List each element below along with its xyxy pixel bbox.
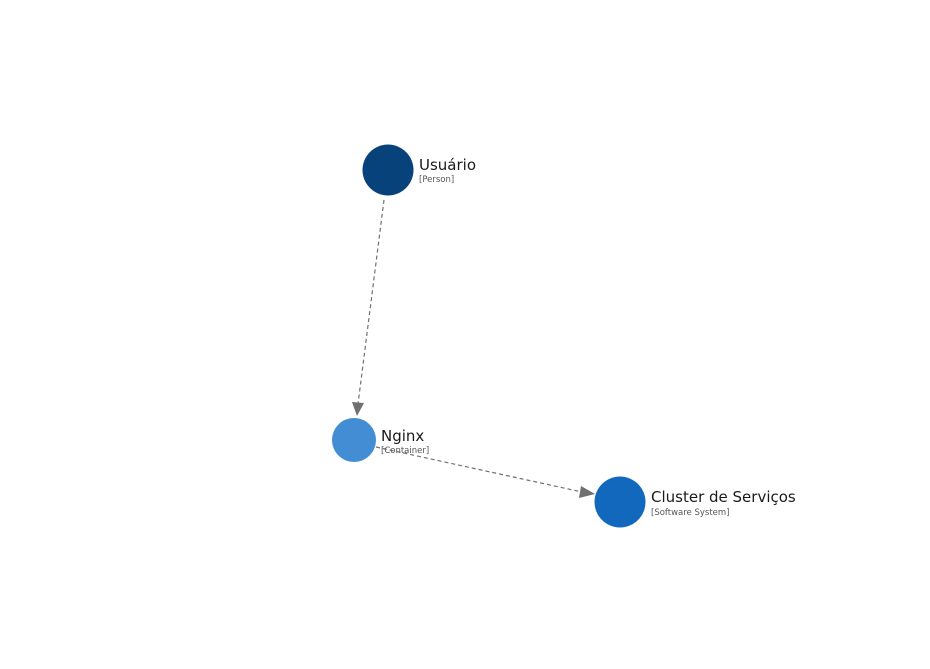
software-system-node-circle[interactable] <box>594 476 646 528</box>
node-cluster[interactable]: Cluster de Serviços [Software System] <box>594 476 796 528</box>
edge-usuario-to-nginx[interactable] <box>352 199 385 416</box>
node-usuario[interactable]: Usuário [Person] <box>362 144 477 196</box>
arrowhead-icon <box>579 486 595 498</box>
node-nginx-name: Nginx <box>381 427 424 445</box>
node-cluster-name: Cluster de Serviços <box>651 488 796 506</box>
person-node-circle[interactable] <box>362 144 414 196</box>
node-usuario-type: [Person] <box>419 175 454 185</box>
node-nginx[interactable]: Nginx [Container] <box>332 418 429 462</box>
node-cluster-type: [Software System] <box>651 508 730 518</box>
node-nginx-type: [Container] <box>381 446 429 456</box>
container-node-circle[interactable] <box>332 418 376 462</box>
node-usuario-name: Usuário <box>419 156 476 174</box>
arrowhead-icon <box>352 402 364 416</box>
edge-nginx-to-cluster[interactable] <box>375 446 595 498</box>
